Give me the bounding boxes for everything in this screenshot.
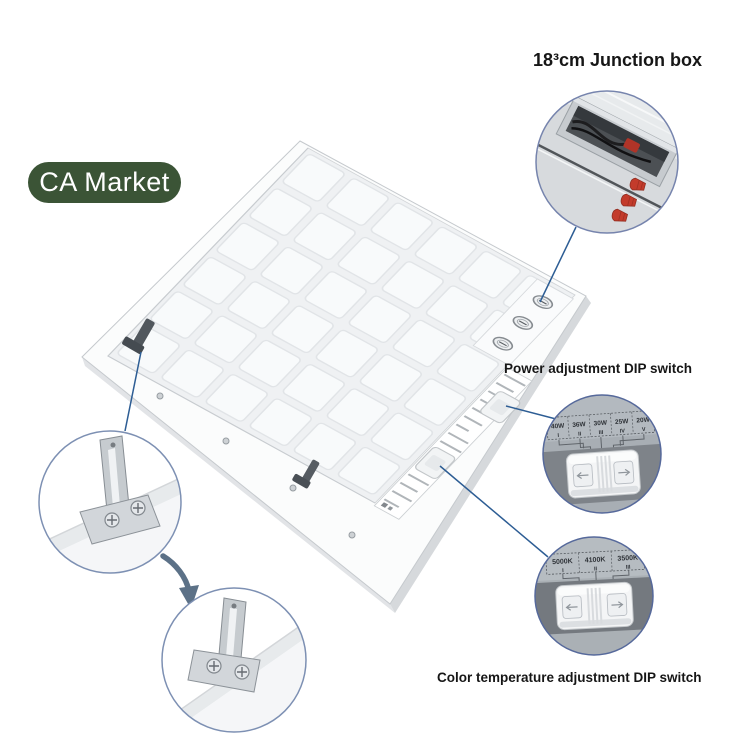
power-dip-label: Power adjustment DIP switch: [504, 361, 693, 376]
leader-line-bracket: [124, 351, 142, 432]
bracket-screw: [234, 664, 250, 680]
junction-box-label: 18³cm Junction box: [533, 50, 703, 70]
power-level: V: [642, 427, 646, 433]
wire-nut: [629, 177, 647, 191]
callout-bracket-2: [161, 587, 307, 733]
dip-switch-power: [565, 449, 641, 499]
power-option: 25W: [615, 418, 630, 426]
callout-junction-border: [535, 90, 679, 234]
mounting-clip: [292, 459, 320, 489]
power-level: I: [557, 433, 559, 439]
knockout-hole: [512, 315, 534, 330]
curved-arrow-icon: [160, 553, 199, 609]
screw: [156, 392, 164, 400]
mounting-bracket: [187, 597, 261, 693]
panel-emboss-grid: [117, 154, 566, 495]
power-level: II: [578, 431, 582, 437]
wire-nut: [620, 193, 638, 207]
power-option: 20W: [636, 417, 651, 425]
backplate-edge-shadow: [107, 147, 376, 504]
color-level: III: [626, 565, 631, 571]
color-level: I: [562, 568, 564, 574]
junction-box: [555, 95, 678, 188]
callout-color-temp: 5000K 4100K 3500K I II III: [534, 536, 654, 656]
power-option: 36W: [572, 421, 587, 429]
dip-knob-right: [613, 460, 635, 485]
callout-bracket-2-border: [161, 587, 307, 733]
market-badge-label: CA Market: [39, 167, 170, 197]
bracket-screw: [206, 658, 222, 674]
market-badge: CA Market: [28, 162, 181, 203]
callout-color-border: [534, 536, 654, 656]
leader-lines: [124, 226, 577, 558]
power-option: 30W: [593, 420, 608, 428]
screw: [222, 437, 230, 445]
panel-side-face: [390, 296, 591, 613]
color-temp-dip-label: Color temperature adjustment DIP switch: [437, 670, 702, 685]
color-option: 4100K: [585, 556, 606, 564]
knockout-hole: [492, 336, 514, 351]
callout-power: 40W 36W 30W 25W 20W I II III IV V: [542, 394, 662, 514]
power-level: III: [599, 430, 604, 436]
dip-bump-color: [415, 447, 456, 479]
dip-knob-right: [606, 593, 628, 617]
panel-side-face: [82, 357, 395, 613]
color-option: 5000K: [552, 558, 573, 566]
power-option: 40W: [551, 423, 566, 431]
color-level: II: [594, 566, 598, 572]
dip-knob-left: [561, 595, 583, 619]
power-level: IV: [620, 428, 626, 434]
screw: [348, 531, 356, 539]
dip-knob-left: [572, 463, 594, 488]
leader-line-junction: [539, 226, 577, 303]
leader-line-power: [505, 405, 557, 420]
screw: [289, 484, 297, 492]
bracket-screw: [104, 512, 120, 528]
callout-junction: [535, 90, 679, 234]
mounting-clip: [122, 318, 155, 354]
wire-nut: [611, 208, 629, 222]
wire-nuts: [611, 177, 647, 222]
mounting-bracket: [79, 435, 161, 545]
callout-bracket-1-border: [38, 430, 182, 574]
callout-bracket-1: [38, 430, 182, 574]
bracket-screw: [130, 500, 146, 516]
color-option: 3500K: [617, 555, 638, 563]
dip-bump-power: [480, 391, 521, 424]
dip-switch-color: [555, 581, 634, 631]
callout-power-border: [542, 394, 662, 514]
junction-wires: [571, 126, 652, 164]
bracket-base: [187, 649, 261, 693]
junction-wires: [572, 120, 626, 146]
bezel-screws: [156, 392, 356, 539]
led-panel: [81, 140, 591, 613]
leader-line-color: [439, 465, 549, 558]
circuit-traces: [558, 434, 645, 451]
